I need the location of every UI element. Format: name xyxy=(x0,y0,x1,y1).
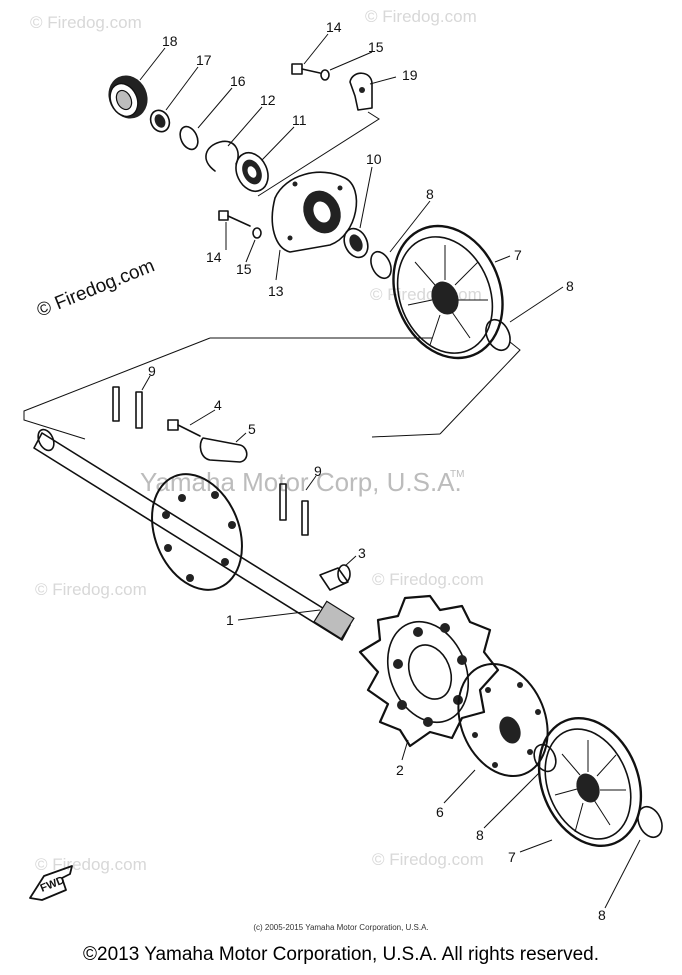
part-15-washer-lower[interactable] xyxy=(252,227,262,239)
callout-6: 6 xyxy=(436,804,444,820)
callout-10: 10 xyxy=(366,151,382,167)
watermark-site: © Firedog.com xyxy=(35,580,147,599)
part-9-pins-right[interactable] xyxy=(279,483,309,536)
watermark-site: © Firedog.com xyxy=(372,850,484,869)
part-16-washer[interactable] xyxy=(177,124,202,153)
callout-14: 14 xyxy=(326,19,342,35)
leader-lines xyxy=(139,33,641,909)
part-19-bracket[interactable] xyxy=(349,72,373,111)
callout-8: 8 xyxy=(476,827,484,843)
part-15-washer-upper[interactable] xyxy=(320,69,330,81)
callout-4: 4 xyxy=(214,397,222,413)
part-7-wheel-upper[interactable] xyxy=(374,209,521,374)
callout-3: 3 xyxy=(358,545,366,561)
part-6-plate[interactable] xyxy=(442,650,563,789)
callout-9: 9 xyxy=(148,363,156,379)
callout-8: 8 xyxy=(426,186,434,202)
callout-16: 16 xyxy=(230,73,246,89)
watermark-brand: Yamaha Motor Corp, U.S.A. xyxy=(140,467,462,497)
callout-17: 17 xyxy=(196,52,212,68)
callout-5: 5 xyxy=(248,421,256,437)
part-8-shim-middle[interactable] xyxy=(530,741,560,775)
callout-2: 2 xyxy=(396,762,404,778)
watermark-site: © Firedog.com xyxy=(30,13,142,32)
callout-14: 14 xyxy=(206,249,222,265)
part-11-bearing[interactable] xyxy=(230,148,274,197)
part-1-drive-shaft[interactable] xyxy=(33,427,355,641)
part-14-bolt-upper[interactable] xyxy=(291,63,321,75)
part-14-bolt-lower[interactable] xyxy=(218,210,251,227)
callout-15: 15 xyxy=(368,39,384,55)
watermark-site: © Firedog.com xyxy=(365,7,477,26)
part-9-pins-left[interactable] xyxy=(112,386,143,429)
callout-8: 8 xyxy=(566,278,574,294)
watermark-site: © Firedog.com xyxy=(372,570,484,589)
callout-13: 13 xyxy=(268,283,284,299)
part-17-bearing[interactable] xyxy=(147,107,173,135)
callout-8: 8 xyxy=(598,907,606,923)
part-7-wheel-lower[interactable] xyxy=(521,703,659,861)
watermark-tm: TM xyxy=(450,469,464,480)
part-18-cap[interactable] xyxy=(101,69,154,125)
callout-11: 11 xyxy=(292,112,307,128)
part-8-shim-upper[interactable] xyxy=(367,249,395,282)
copyright-footer: ©2013 Yamaha Motor Corporation, U.S.A. A… xyxy=(83,944,599,965)
diagram-credit: (c) 2005-2015 Yamaha Motor Corporation, … xyxy=(253,923,429,932)
callout-12: 12 xyxy=(260,92,276,108)
callout-15: 15 xyxy=(236,261,252,277)
part-10-seal[interactable] xyxy=(340,225,373,261)
part-2-sprocket[interactable] xyxy=(358,594,500,748)
callout-7: 7 xyxy=(514,247,522,263)
watermark-site-rotated: © Firedog.com xyxy=(34,255,158,321)
part-4-bolt[interactable] xyxy=(167,419,201,437)
part-8-shim-lower[interactable] xyxy=(633,803,666,841)
part-12-circlip[interactable] xyxy=(205,140,239,172)
assembly-outline xyxy=(23,111,521,440)
part-13-bearing-housing[interactable] xyxy=(271,171,358,253)
callout-18: 18 xyxy=(162,33,178,49)
part-5-bracket[interactable] xyxy=(199,437,248,463)
callout-1: 1 xyxy=(226,612,234,628)
callout-labels: 18 17 16 12 11 14 15 19 14 15 13 10 8 7 … xyxy=(148,19,606,923)
part-8-shim-upper-right[interactable] xyxy=(481,316,514,354)
watermark-site: © Firedog.com xyxy=(35,855,147,874)
callout-7: 7 xyxy=(508,849,516,865)
callout-9: 9 xyxy=(314,463,322,479)
watermark-layer: © Firedog.com © Firedog.com © Firedog.co… xyxy=(30,7,484,874)
callout-19: 19 xyxy=(402,67,418,83)
part-3-collar[interactable] xyxy=(319,564,351,591)
